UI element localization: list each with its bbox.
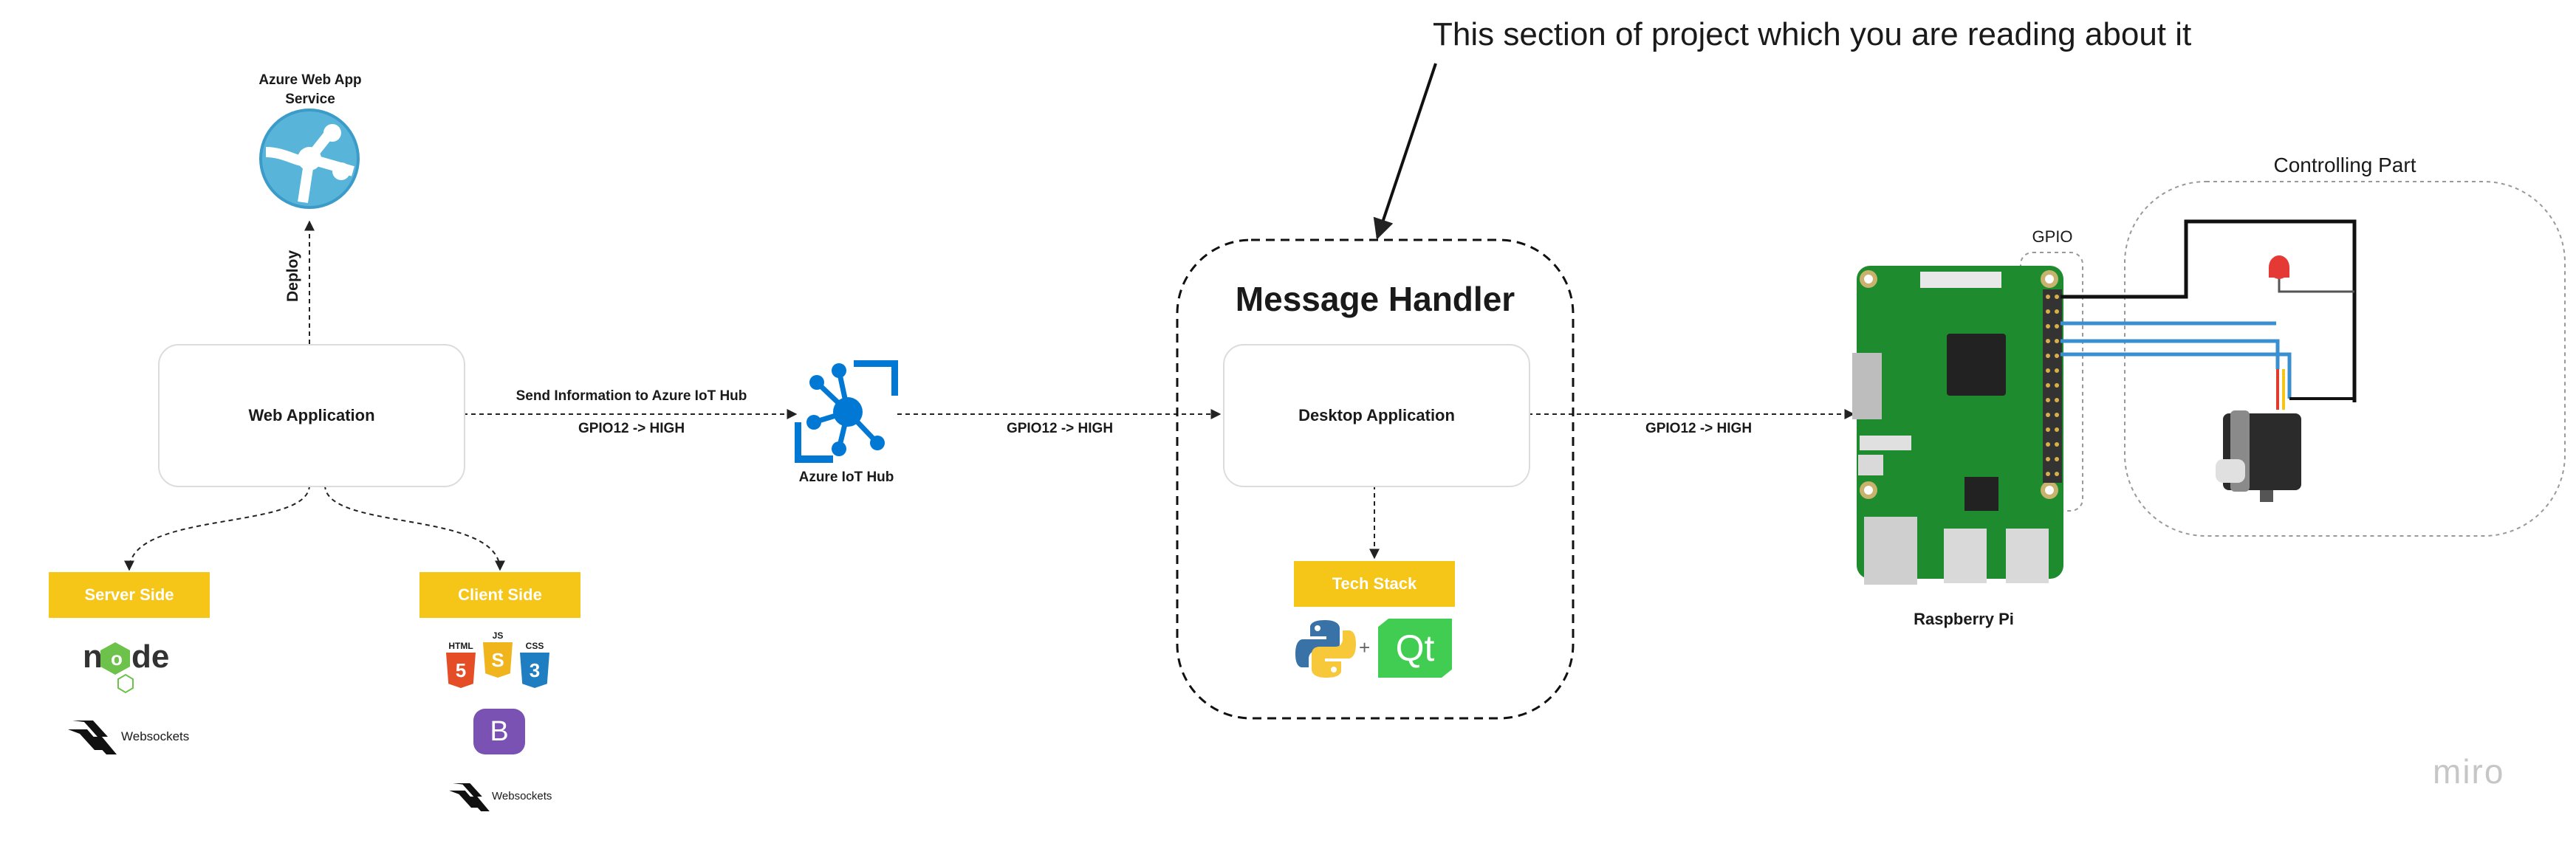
miro-watermark: miro xyxy=(2433,752,2505,791)
tech-stack-chip: Tech Stack xyxy=(1294,561,1455,607)
desktop-application-label: Desktop Application xyxy=(1298,406,1455,424)
server-side-label: Server Side xyxy=(84,585,174,604)
web-application-label: Web Application xyxy=(248,406,375,424)
edge-web-to-hub-label-2: GPIO12 -> HIGH xyxy=(578,421,685,436)
edge-handler-to-pi-label: GPIO12 -> HIGH xyxy=(1645,421,1753,436)
edge-web-to-hub-label-1: Send Information to Azure IoT Hub xyxy=(515,388,747,404)
edge-hub-to-handler-label: GPIO12 -> HIGH xyxy=(1006,421,1114,436)
raspberry-pi-board xyxy=(1852,266,2063,585)
server-websockets-label: Websockets xyxy=(121,729,190,743)
annotation-text: This section of project which you are re… xyxy=(1433,16,2192,52)
client-side-chip: Client Side xyxy=(419,572,580,618)
js-logo-text: JS xyxy=(492,630,504,641)
client-websockets-label: Websockets xyxy=(492,790,552,802)
html5-logo-text: HTML xyxy=(448,641,473,651)
css3-logo-text: CSS xyxy=(525,641,544,651)
bootstrap-logo-text: B xyxy=(490,715,509,747)
controlling-part-label: Controlling Part xyxy=(2273,154,2416,176)
nodejs-logo-icon: n o de xyxy=(83,639,169,694)
led-component xyxy=(2269,255,2289,279)
websockets-logo-icon xyxy=(68,721,117,754)
js-logo-icon: JS S xyxy=(482,630,514,678)
svg-text:n: n xyxy=(83,639,103,675)
controlling-wiring xyxy=(2061,219,2357,410)
message-handler-title: Message Handler xyxy=(1235,280,1515,318)
tech-stack-label: Tech Stack xyxy=(1332,574,1417,593)
client-websockets-logo-icon xyxy=(449,783,490,812)
bootstrap-logo-icon: B xyxy=(473,709,525,754)
azure-web-app-label: Azure Web App Service xyxy=(258,72,362,107)
deploy-label: Deploy xyxy=(284,250,301,303)
tech-stack-plus: + xyxy=(1359,636,1371,658)
gpio-label: GPIO xyxy=(2032,227,2073,246)
web-to-client-connector xyxy=(324,484,505,571)
qt-logo-icon: Qt xyxy=(1378,619,1452,678)
client-side-label: Client Side xyxy=(458,585,542,604)
python-logo-icon xyxy=(1295,620,1356,678)
raspberry-pi-label: Raspberry Pi xyxy=(1914,610,2014,628)
qt-logo-text: Qt xyxy=(1395,627,1435,669)
server-side-chip: Server Side xyxy=(49,572,210,618)
desktop-application-node[interactable]: Desktop Application xyxy=(1223,344,1530,487)
svg-text:o: o xyxy=(111,647,123,670)
annotation-arrow xyxy=(1373,63,1437,240)
html5-logo-icon: HTML 5 xyxy=(445,641,477,688)
servo-motor xyxy=(2216,410,2301,502)
web-to-server-connector xyxy=(124,484,310,571)
css3-logo-icon: CSS 3 xyxy=(518,641,551,688)
svg-text:de: de xyxy=(131,639,169,675)
azure-iot-hub-label: Azure IoT Hub xyxy=(798,470,894,485)
azure-iot-hub-icon xyxy=(795,360,898,463)
controlling-part-frame xyxy=(2124,181,2566,537)
message-handler-frame xyxy=(1176,238,1575,720)
web-application-node[interactable]: Web Application xyxy=(158,344,465,487)
azure-web-app-icon xyxy=(259,109,360,209)
